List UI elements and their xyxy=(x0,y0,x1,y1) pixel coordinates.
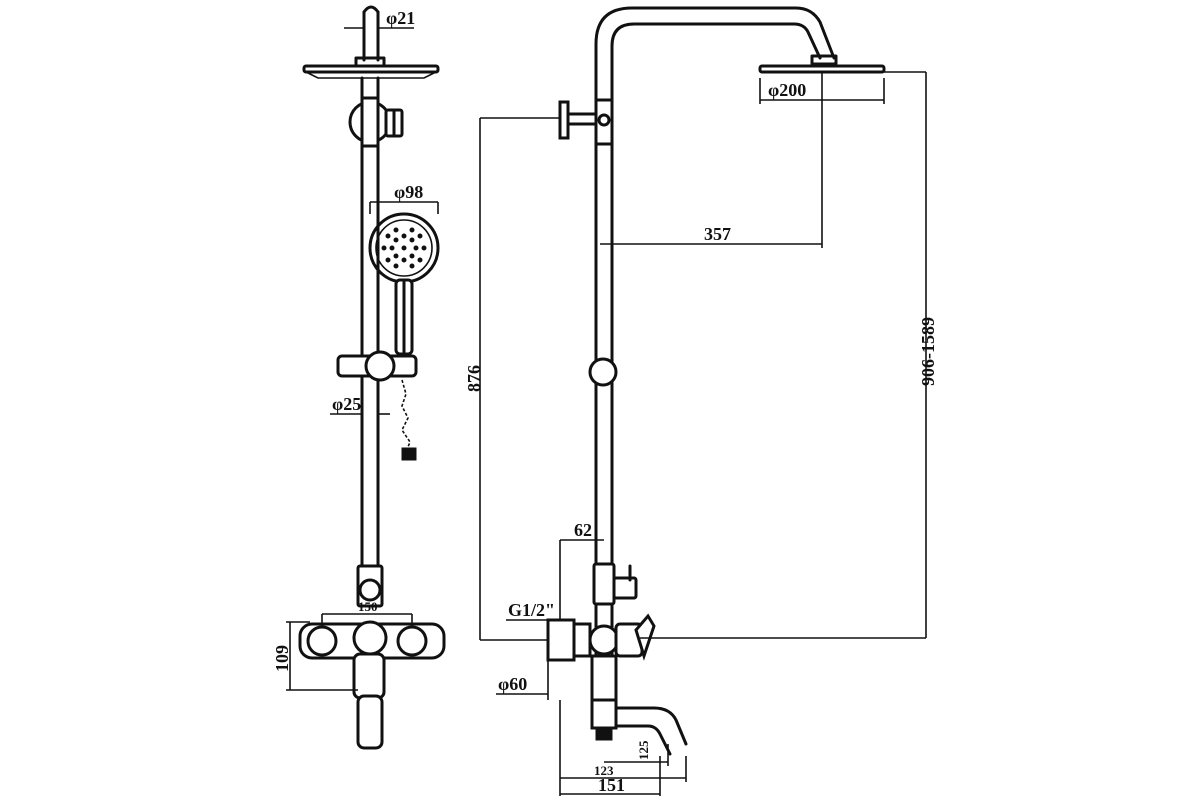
mixer-body-front xyxy=(298,620,446,750)
dim-head-offset: 357 xyxy=(600,72,823,248)
dim-inlet-thread: G1/2" xyxy=(506,600,555,621)
arched-pipe xyxy=(594,6,838,102)
label-riser-diameter: φ25 xyxy=(332,394,361,414)
label-spout-b: 123 xyxy=(594,763,614,778)
top-pipe xyxy=(354,5,386,68)
label-spout-total: 151 xyxy=(598,775,625,795)
riser-pipe-front xyxy=(360,76,380,602)
dim-spout-total: 151 xyxy=(559,700,661,796)
hand-shower-front xyxy=(368,212,440,356)
label-top-pipe-diameter: φ21 xyxy=(386,8,415,28)
label-head-diameter: φ200 xyxy=(768,80,806,100)
dim-adjust-range: 906-1589 xyxy=(640,71,938,639)
front-view: φ21 φ98 φ25 150 109 xyxy=(272,5,446,750)
dim-mixer-height: 109 xyxy=(272,621,358,691)
diverter-knob-front xyxy=(348,96,404,148)
slider-ball-side xyxy=(588,357,618,387)
label-mixer-height: 109 xyxy=(272,645,292,672)
label-spout-a: 125 xyxy=(636,740,651,760)
dim-hand-shower: φ98 xyxy=(369,182,439,214)
dim-bracket-offset: 62 xyxy=(559,520,604,620)
dim-spout-b: 123 xyxy=(560,756,687,782)
side-view: φ200 357 906-1589 876 62 xyxy=(464,6,938,796)
slide-holder-front xyxy=(336,350,418,382)
hose-front xyxy=(401,379,417,461)
label-head-offset: 357 xyxy=(704,224,731,244)
dim-escutcheon: φ60 xyxy=(496,660,549,700)
dim-spout-a: 125 xyxy=(604,740,669,766)
dim-mixer-spacing: 150 xyxy=(321,599,413,628)
dim-bracket-height: 876 xyxy=(464,117,560,641)
lower-joint-front xyxy=(356,564,384,608)
rain-head-side xyxy=(758,64,886,74)
dim-riser: φ25 xyxy=(330,394,390,415)
mixer-body-side xyxy=(546,613,688,756)
diverter-side xyxy=(592,562,638,606)
dim-top-pipe: φ21 xyxy=(344,8,415,29)
label-adjust-range: 906-1589 xyxy=(918,317,938,386)
label-bracket-height: 876 xyxy=(464,365,484,392)
rain-head-front xyxy=(302,64,440,79)
wall-bracket xyxy=(558,98,614,146)
label-escutcheon-diameter: φ60 xyxy=(498,674,527,694)
label-hand-shower-diameter: φ98 xyxy=(394,182,423,202)
label-bracket-offset: 62 xyxy=(574,520,592,540)
label-mixer-spacing: 150 xyxy=(358,599,378,614)
label-inlet-thread: G1/2" xyxy=(508,600,555,620)
